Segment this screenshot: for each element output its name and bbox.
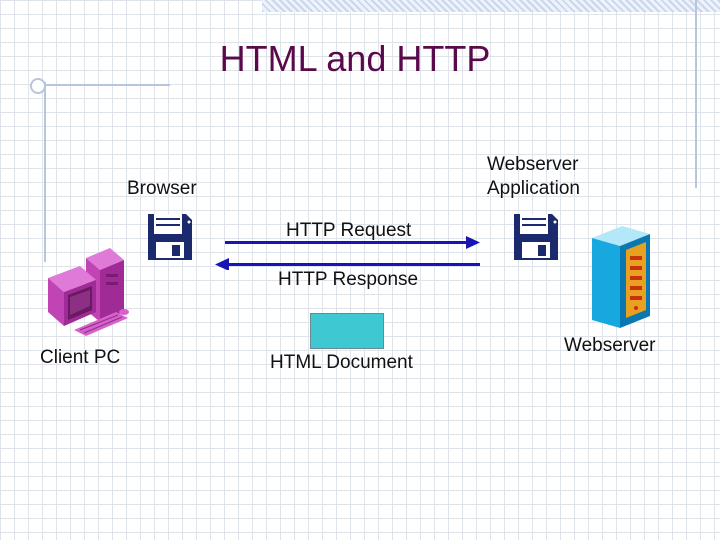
webserver-application-label-line1: Webserver xyxy=(487,154,579,175)
client-pc-label: Client PC xyxy=(40,347,121,368)
http-response-label: HTTP Response xyxy=(278,269,419,290)
http-request-label: HTTP Request xyxy=(286,220,412,241)
top-decorative-band xyxy=(262,0,720,12)
http-arrows xyxy=(215,236,480,270)
decorative-line-right xyxy=(695,0,697,188)
html-document-box xyxy=(310,313,384,349)
http-request-arrow xyxy=(225,236,480,249)
decorative-line-left xyxy=(44,82,46,262)
floppy-disk-icon xyxy=(514,214,558,260)
webserver-application-label-line2: Application xyxy=(487,178,580,199)
desktop-computer-icon xyxy=(48,248,129,336)
browser-label: Browser xyxy=(127,178,197,199)
slide-title: HTML and HTTP xyxy=(219,38,491,79)
html-document-label: HTML Document xyxy=(270,352,413,373)
decorative-circle xyxy=(30,78,46,94)
webserver-label: Webserver xyxy=(564,335,656,356)
decorative-line-top xyxy=(36,84,170,86)
floppy-disk-icon xyxy=(148,214,192,260)
server-tower-icon xyxy=(592,226,650,328)
http-response-arrow xyxy=(215,258,480,270)
